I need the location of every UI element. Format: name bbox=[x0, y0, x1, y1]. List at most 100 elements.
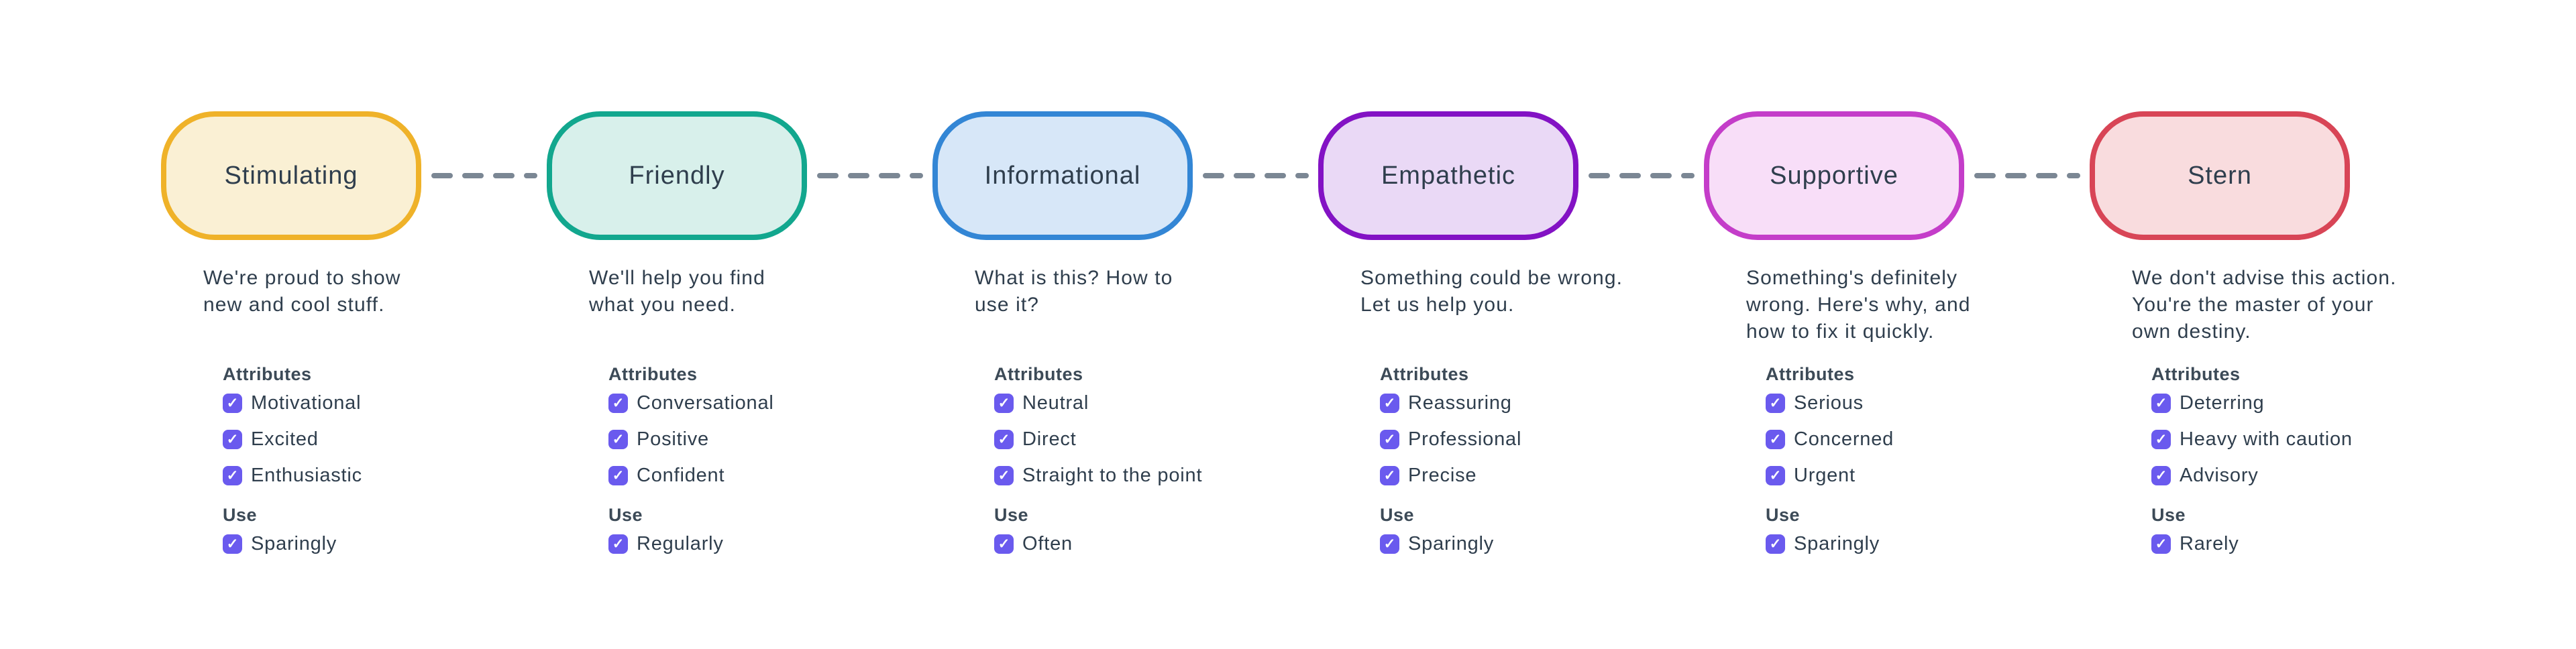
tone-node-informational: Informational bbox=[932, 111, 1193, 240]
attributes-list: ✓ Deterring ✓ Heavy with caution ✓ Advis… bbox=[2151, 392, 2353, 487]
tone-node-label: Stern bbox=[2188, 161, 2252, 190]
attributes-section: Attributes ✓ Neutral ✓ Direct ✓ Straight… bbox=[994, 364, 1202, 487]
checkbox-checked[interactable]: ✓ bbox=[2151, 534, 2171, 554]
attribute-label: Urgent bbox=[1794, 465, 1856, 486]
checkbox-checked[interactable]: ✓ bbox=[223, 466, 242, 485]
checkbox-checked[interactable]: ✓ bbox=[1380, 394, 1399, 413]
use-section: Use ✓ Rarely bbox=[2151, 505, 2239, 555]
use-heading: Use bbox=[608, 505, 643, 525]
attribute-label: Confident bbox=[637, 465, 725, 486]
checkbox-checked[interactable]: ✓ bbox=[1766, 534, 1785, 554]
attributes-heading: Attributes bbox=[2151, 364, 2241, 384]
check-icon: ✓ bbox=[998, 432, 1010, 447]
checkbox-checked[interactable]: ✓ bbox=[1766, 466, 1785, 485]
attribute-label: Serious bbox=[1794, 392, 1864, 414]
check-icon: ✓ bbox=[998, 536, 1010, 552]
check-icon: ✓ bbox=[2155, 536, 2167, 552]
tone-description: We're proud to show new and cool stuff. bbox=[203, 267, 401, 316]
use-label: Regularly bbox=[637, 533, 724, 554]
tone-column-stern: Stern We don't advise this action. You'r… bbox=[2090, 111, 2396, 648]
attribute-checkbox-row: ✓ Straight to the point bbox=[994, 465, 1202, 487]
use-checkbox-row: ✓ Sparingly bbox=[223, 533, 337, 555]
tone-description: Something's definitely wrong. Here's why… bbox=[1746, 267, 1971, 343]
check-icon: ✓ bbox=[2155, 396, 2167, 411]
checkbox-checked[interactable]: ✓ bbox=[2151, 430, 2171, 449]
tone-columns: Stimulating We're proud to show new and … bbox=[161, 111, 2396, 648]
checkbox-checked[interactable]: ✓ bbox=[1766, 430, 1785, 449]
connector-dashed-line bbox=[817, 173, 923, 178]
checkbox-checked[interactable]: ✓ bbox=[1380, 430, 1399, 449]
checkbox-checked[interactable]: ✓ bbox=[608, 430, 628, 449]
attribute-checkbox-row: ✓ Concerned bbox=[1766, 428, 1894, 451]
use-heading: Use bbox=[994, 505, 1029, 525]
connector-dashed-line bbox=[1589, 173, 1695, 178]
use-checkbox-row: ✓ Sparingly bbox=[1380, 533, 1494, 555]
check-icon: ✓ bbox=[226, 536, 239, 552]
checkbox-checked[interactable]: ✓ bbox=[223, 534, 242, 554]
attributes-heading: Attributes bbox=[994, 364, 1083, 384]
tone-node-stern: Stern bbox=[2090, 111, 2350, 240]
checkbox-checked[interactable]: ✓ bbox=[994, 394, 1014, 413]
tone-description: Something could be wrong. Let us help yo… bbox=[1360, 267, 1623, 316]
use-checkbox-row: ✓ Sparingly bbox=[1766, 533, 1880, 555]
attribute-checkbox-row: ✓ Positive bbox=[608, 428, 774, 451]
attributes-heading: Attributes bbox=[223, 364, 312, 384]
checkbox-checked[interactable]: ✓ bbox=[1380, 534, 1399, 554]
tone-column-informational: Informational What is this? How to use i… bbox=[932, 111, 1309, 648]
tone-column-empathetic: Empathetic Something could be wrong. Let… bbox=[1318, 111, 1695, 648]
use-label: Sparingly bbox=[251, 533, 337, 554]
check-icon: ✓ bbox=[1769, 396, 1782, 411]
checkbox-checked[interactable]: ✓ bbox=[994, 466, 1014, 485]
check-icon: ✓ bbox=[612, 432, 625, 447]
attribute-checkbox-row: ✓ Professional bbox=[1380, 428, 1521, 451]
attribute-label: Professional bbox=[1408, 428, 1522, 450]
attribute-label: Deterring bbox=[2180, 392, 2265, 414]
tone-description: We don't advise this action. You're the … bbox=[2132, 267, 2397, 343]
checkbox-checked[interactable]: ✓ bbox=[1766, 394, 1785, 413]
tone-column-stimulating: Stimulating We're proud to show new and … bbox=[161, 111, 537, 648]
check-icon: ✓ bbox=[2155, 432, 2167, 447]
use-heading: Use bbox=[223, 505, 258, 525]
tone-node-stimulating: Stimulating bbox=[161, 111, 421, 240]
checkbox-checked[interactable]: ✓ bbox=[223, 394, 242, 413]
check-icon: ✓ bbox=[1769, 432, 1782, 447]
checkbox-checked[interactable]: ✓ bbox=[994, 534, 1014, 554]
check-icon: ✓ bbox=[1383, 432, 1396, 447]
attribute-checkbox-row: ✓ Advisory bbox=[2151, 465, 2353, 487]
connector-dashed-line bbox=[1974, 173, 2080, 178]
attribute-checkbox-row: ✓ Conversational bbox=[608, 392, 774, 414]
tone-description: What is this? How to use it? bbox=[975, 267, 1173, 316]
check-icon: ✓ bbox=[226, 396, 239, 411]
checkbox-checked[interactable]: ✓ bbox=[2151, 394, 2171, 413]
tone-node-label: Supportive bbox=[1770, 161, 1898, 190]
checkbox-checked[interactable]: ✓ bbox=[994, 430, 1014, 449]
attribute-checkbox-row: ✓ Confident bbox=[608, 465, 774, 487]
attributes-heading: Attributes bbox=[1766, 364, 1855, 384]
tone-node-supportive: Supportive bbox=[1704, 111, 1964, 240]
use-heading: Use bbox=[1766, 505, 1801, 525]
checkbox-checked[interactable]: ✓ bbox=[2151, 466, 2171, 485]
attribute-label: Enthusiastic bbox=[251, 465, 362, 486]
tone-column-supportive: Supportive Something's definitely wrong.… bbox=[1704, 111, 2080, 648]
attribute-checkbox-row: ✓ Excited bbox=[223, 428, 362, 451]
use-label: Often bbox=[1022, 533, 1073, 554]
attribute-checkbox-row: ✓ Deterring bbox=[2151, 392, 2353, 414]
tone-node-label: Friendly bbox=[629, 161, 725, 190]
use-heading: Use bbox=[2151, 505, 2186, 525]
use-label: Sparingly bbox=[1794, 533, 1880, 554]
attribute-label: Advisory bbox=[2180, 465, 2259, 486]
checkbox-checked[interactable]: ✓ bbox=[1380, 466, 1399, 485]
attribute-label: Motivational bbox=[251, 392, 362, 414]
attribute-label: Precise bbox=[1408, 465, 1477, 486]
connector-dashed-line bbox=[1203, 173, 1309, 178]
checkbox-checked[interactable]: ✓ bbox=[608, 466, 628, 485]
check-icon: ✓ bbox=[612, 468, 625, 483]
checkbox-checked[interactable]: ✓ bbox=[608, 534, 628, 554]
tone-description: We'll help you find what you need. bbox=[589, 267, 765, 316]
use-section: Use ✓ Often bbox=[994, 505, 1073, 555]
attributes-section: Attributes ✓ Reassuring ✓ Professional ✓… bbox=[1380, 364, 1521, 487]
checkbox-checked[interactable]: ✓ bbox=[223, 430, 242, 449]
checkbox-checked[interactable]: ✓ bbox=[608, 394, 628, 413]
tone-node-empathetic: Empathetic bbox=[1318, 111, 1578, 240]
attributes-section: Attributes ✓ Serious ✓ Concerned ✓ Urgen… bbox=[1766, 364, 1894, 487]
